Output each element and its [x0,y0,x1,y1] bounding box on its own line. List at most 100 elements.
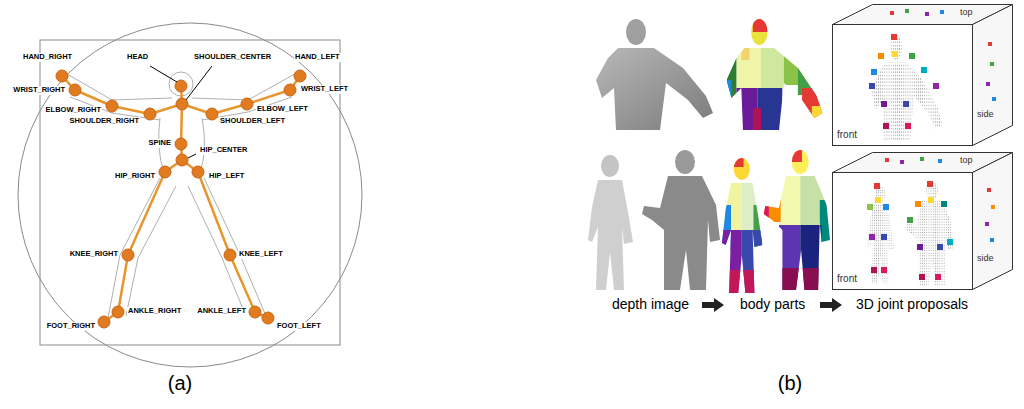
view-label: side [977,109,994,119]
joint-proposal [937,244,943,250]
body-part-figure [722,155,763,182]
joint-label: HAND_RIGHT [22,53,73,62]
point-cloud [890,35,902,60]
cube-side-face [973,153,1013,290]
point-cloud [867,204,894,283]
skeleton-bone [104,172,165,322]
body-part-figure [761,45,786,88]
joint-proposal [988,42,992,46]
joint-label: HIP_CENTER [199,146,249,155]
body-part-figure [720,80,731,105]
joint-proposal [867,204,873,210]
joint-label: SHOULDER_RIGHT [68,117,140,126]
body-part-figure [736,45,761,88]
joint-dot [56,70,68,82]
joint-dot [206,108,218,120]
vitruvian-frame [18,23,362,367]
joint-proposal [891,34,897,40]
body-part-figure [792,150,802,162]
depth-silhouette [588,155,633,290]
depth-silhouette [596,19,713,130]
joint-dot [192,166,204,178]
body-part-figure [722,155,764,293]
body-part-figure [798,45,827,95]
panel-label: (b) [778,372,802,395]
body-part-figure [802,88,827,130]
joint-proposal [883,204,889,210]
joint-proposal [905,123,911,129]
joint-label: SHOULDER_LEFT [219,117,286,126]
joint-dot [159,166,171,178]
joint-proposal [909,53,915,59]
joint-label: HAND_LEFT [294,53,341,62]
joint-dot [144,108,156,120]
joint-proposal [917,244,923,250]
depth-silhouette [588,180,633,290]
point-cloud [872,35,942,140]
joint-label: WRIST_RIGHT [12,86,66,95]
body-part-figure [812,106,827,126]
leader-line [150,66,177,82]
body-part-figure [720,18,827,130]
joint-label: WRIST_LEFT [300,85,349,94]
depth-silhouette [626,19,646,45]
joint-label: SHOULDER_CENTER [193,53,272,62]
joint-label: FOOT_RIGHT [46,322,96,331]
joint-proposal [878,53,884,59]
joint-proposal [905,9,909,13]
joint-dot [241,98,253,110]
leader-line [188,154,196,158]
joint-proposal [920,157,924,161]
body-part-figure [758,88,783,130]
joint-dot [176,154,188,166]
body-part-figure [762,200,781,222]
joint-label: KNEE_RIGHT [69,250,119,259]
vitruvian-frame [40,40,340,345]
joint-proposal [992,97,996,101]
body-part-figure [742,182,763,230]
cube-front-face [833,25,973,146]
vitruvian-sketch [169,72,193,96]
joint-dot [122,249,134,261]
point-cloud [867,186,894,283]
body-part-figure [753,18,769,32]
joint-proposal [947,239,953,245]
cube-side-face [973,5,1013,146]
joint-proposal [987,188,991,192]
body-part-figure [762,150,830,175]
joint-proposal [990,238,994,242]
joint-proposal [990,62,994,66]
stage-arrow [820,298,842,312]
joint-proposal [871,69,877,75]
body-part-figure [731,155,744,167]
joint-dot [249,306,261,318]
joint-dot [224,249,236,261]
depth-silhouette [675,150,695,174]
joint-dot [284,84,296,96]
leader-line [186,66,212,100]
body-part-figure [779,175,800,225]
joint-proposal [991,205,995,209]
joint-proposal [928,197,934,203]
joint-label: ELBOW_RIGHT [45,106,102,115]
joint-proposal [875,197,881,203]
cube-outline [832,152,1014,290]
depth-silhouette [642,176,720,290]
joint-proposal [907,217,913,223]
joint-label: ELBOW_LEFT [256,105,309,114]
joint-proposal [925,12,929,16]
body-part-figure [820,200,833,245]
cube-outline [832,4,1014,146]
depth-silhouette [601,155,619,177]
joint-proposal [935,274,941,280]
joint-dot [98,316,110,328]
projection-cube: topfrontside [832,152,1014,290]
vitruvian-sketch [60,70,172,100]
depth-silhouette [596,48,713,130]
joint-proposal [903,101,909,107]
joint-dot [112,306,124,318]
point-cloud [905,182,953,286]
joint-label: KNEE_LEFT [238,250,284,259]
joint-label: HEAD [126,53,149,62]
body-part-figure [722,155,764,293]
